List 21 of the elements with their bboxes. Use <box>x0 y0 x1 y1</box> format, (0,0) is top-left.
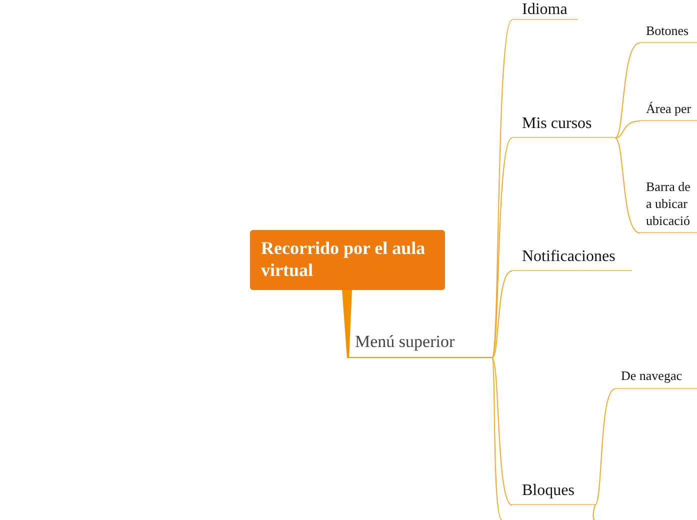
topic-label: Bloques <box>512 481 595 505</box>
branch-line <box>614 42 640 138</box>
topic-label: Botones <box>640 22 697 43</box>
branch-line <box>592 504 596 520</box>
branch-line <box>614 138 640 234</box>
topic-label: Menú superior <box>348 330 492 358</box>
branch-line <box>492 20 512 358</box>
branch-line <box>492 270 512 358</box>
topic-label: Notificaciones <box>512 247 632 271</box>
topic-label: De navegac <box>615 367 697 389</box>
branch-line <box>614 120 640 138</box>
topic-label: Mis cursos <box>512 114 615 138</box>
branch-line <box>594 388 616 506</box>
branch-line <box>492 358 512 506</box>
branch-line <box>492 138 512 358</box>
tapered-connector <box>342 290 352 358</box>
topic-label: Área per <box>640 100 697 121</box>
central-topic-box: Recorrido por el aula virtual <box>250 230 445 290</box>
topic-label: Idioma <box>512 0 578 20</box>
branch-line <box>492 358 502 520</box>
topic-label: Barra de a ubicar ubicació <box>640 178 697 233</box>
